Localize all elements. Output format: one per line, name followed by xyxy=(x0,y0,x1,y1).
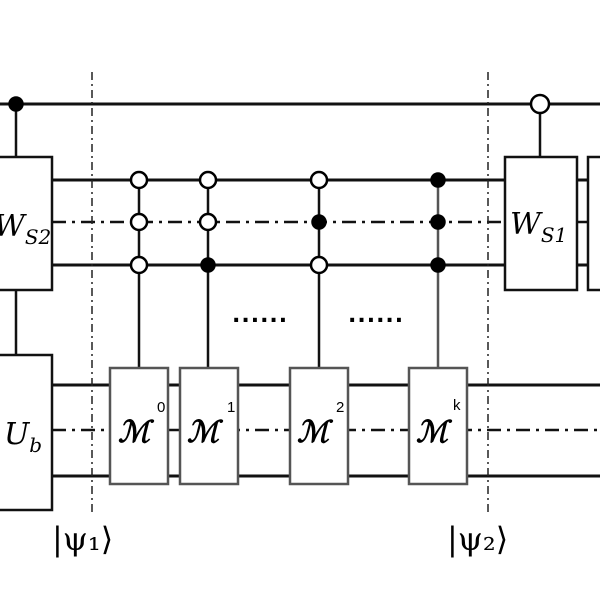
m0-control-dot-3 xyxy=(129,255,149,275)
m0-superscript: 0 xyxy=(157,399,165,416)
ellipsis-right: ...... xyxy=(348,303,404,328)
ws2-control-dot xyxy=(8,96,24,112)
m2-control-dot-1 xyxy=(309,170,329,190)
m2-superscript: 2 xyxy=(336,399,344,416)
m0-box xyxy=(108,366,170,486)
mk-control-dot-3 xyxy=(430,257,446,273)
mk-box xyxy=(407,366,469,486)
ellipsis-left: ...... xyxy=(232,303,288,328)
state-psi1: |ψ₁⟩ xyxy=(52,520,113,558)
m2-box xyxy=(288,366,350,486)
m1-control-dot-1 xyxy=(198,170,218,190)
m2-symbol: ℳ xyxy=(297,415,334,450)
ws1-gate xyxy=(503,155,579,292)
ub-gate xyxy=(0,353,54,512)
m1-box xyxy=(178,366,240,486)
mk-superscript: k xyxy=(453,397,461,414)
m0-control-dot-2 xyxy=(129,212,149,232)
next-gate-partial xyxy=(586,155,600,292)
m0-control-dot-1 xyxy=(129,170,149,190)
ws1-gate-label: WS1 xyxy=(510,207,567,247)
mk-control-dot-1 xyxy=(430,172,446,188)
m1-symbol: ℳ xyxy=(187,415,224,450)
m1-control-dot-2 xyxy=(198,212,218,232)
m1-control-dot-3 xyxy=(200,257,216,273)
state-psi2: |ψ₂⟩ xyxy=(447,520,508,558)
ws2-gate xyxy=(0,155,54,292)
m2-control-dot-2 xyxy=(311,214,327,230)
ws2-gate-label: WS2 xyxy=(0,209,51,249)
m1-superscript: 1 xyxy=(227,399,235,416)
ws1-control-dot xyxy=(529,93,551,115)
m2-control-dot-3 xyxy=(309,255,329,275)
m0-symbol: ℳ xyxy=(118,415,155,450)
mk-control-dot-2 xyxy=(430,214,446,230)
mk-symbol: ℳ xyxy=(416,415,453,450)
ub-gate-label: Ub xyxy=(4,417,42,457)
